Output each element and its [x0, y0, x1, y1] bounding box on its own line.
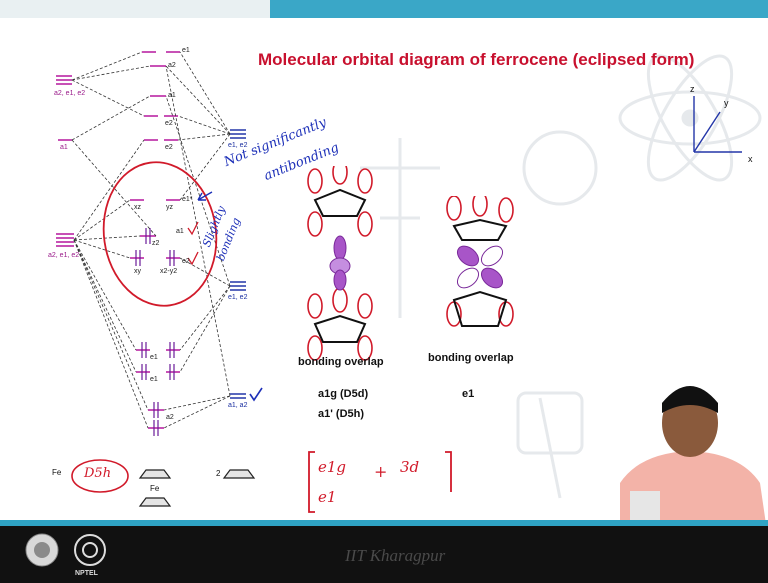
mo-label-e1-b2: e1: [150, 376, 158, 383]
axis-label-z: z: [690, 84, 695, 94]
footer-bar: NPTEL IIT Kharagpur: [0, 520, 768, 583]
mo-label-a2-b: a2: [166, 414, 174, 421]
mo-label-xy: xy: [134, 268, 141, 275]
column-label-ligand: 2: [216, 469, 220, 478]
nptel-logo-icon: [72, 532, 108, 568]
mo-label-xz: xz: [134, 204, 141, 211]
mo-diagram: [0, 18, 300, 508]
mo-label-z2: z2: [152, 240, 159, 247]
mo-label-e2-upper: e2: [165, 120, 173, 127]
equation-plus: +: [374, 462, 387, 481]
metal-level-label-3: a2, e1, e2: [48, 252, 79, 259]
mo-label-e2-mid: e2: [182, 258, 190, 265]
ligand-level-label-2: e1, e2: [228, 294, 247, 301]
symmetry-label-a1g: a1g (D5d): [318, 388, 368, 400]
mo-label-e1-star: e1*: [182, 196, 193, 203]
symmetry-label-a1prime: a1' (D5h): [318, 408, 364, 420]
slide: Molecular orbital diagram of ferrocene (…: [0, 18, 768, 520]
axis-label-x: x: [748, 154, 753, 164]
column-label-complex: Fe: [150, 484, 159, 493]
column-label-metal: Fe: [52, 468, 61, 477]
nptel-label: NPTEL: [75, 570, 98, 577]
orbital-overlap-e1: [432, 196, 532, 346]
equation-e1: e1: [318, 488, 336, 506]
mo-label-yz: yz: [166, 204, 173, 211]
caption-bonding-overlap-left: bonding overlap: [298, 356, 384, 368]
axis-label-y: y: [724, 98, 729, 108]
symmetry-label-e1: e1: [462, 388, 474, 400]
mo-label-e1-top: e1: [182, 47, 190, 54]
equation-e1g: e1g: [318, 458, 346, 476]
ligand-level-label-3: a1, a2: [228, 402, 247, 409]
metal-level-label-1: a2, e1, e2: [54, 90, 85, 97]
mo-label-a2-top: a2: [168, 62, 176, 69]
mo-label-a1-upper: a1: [168, 92, 176, 99]
iit-logo-icon: [24, 532, 60, 568]
top-bar: [0, 0, 768, 18]
metal-level-label-2: a1: [60, 144, 68, 151]
orbital-overlap-a1g: [295, 166, 385, 366]
mo-label-x2y2: x2-y2: [160, 268, 177, 275]
slide-title: Molecular orbital diagram of ferrocene (…: [258, 50, 694, 70]
footer-brand: IIT Kharagpur: [345, 546, 445, 566]
caption-bonding-overlap-right: bonding overlap: [428, 352, 514, 364]
note-d5h: D5h: [84, 466, 111, 481]
mo-label-a1-mid: a1: [176, 228, 184, 235]
mo-label-e1-b1: e1: [150, 354, 158, 361]
presenter-video: [610, 373, 768, 520]
top-accent: [270, 0, 768, 18]
mo-label-e2-lower: e2: [165, 144, 173, 151]
footer-stripe: [0, 520, 768, 526]
equation-3d: 3d: [400, 458, 419, 476]
